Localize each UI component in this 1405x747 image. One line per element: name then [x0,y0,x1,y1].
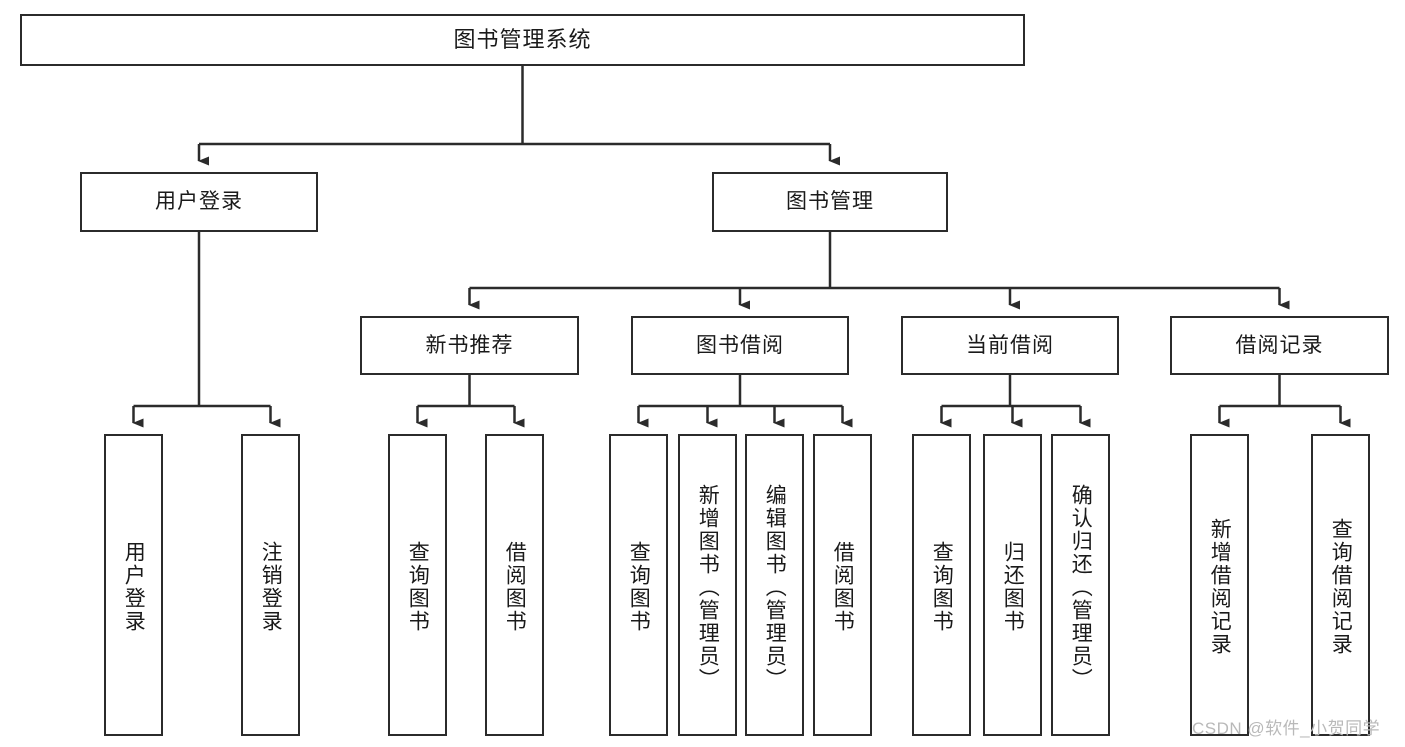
connector-trunk [638,375,843,408]
edge-group [132,66,1351,428]
leaf-query-book-a-label: 查询图书 [406,541,430,633]
connector-trunk [469,232,1280,290]
leaf-add-book[interactable]: 新增图书（管理员） [678,434,737,736]
leaf-borrow-book-b-label: 借阅图书 [831,541,855,633]
csdn-watermark: CSDN @软件_小贺同学 [1192,719,1381,738]
leaf-borrow-book-a[interactable]: 借阅图书 [485,434,544,736]
leaf-query-book-c-label: 查询图书 [930,541,954,633]
leaf-add-borrow-record-label: 新增借阅记录 [1208,518,1232,656]
leaf-add-book-label: 新增图书（管理员） [696,483,720,691]
leaf-query-book-b[interactable]: 查询图书 [609,434,668,736]
node-user-login-label: 用户登录 [155,190,243,214]
node-current-borrow[interactable]: 当前借阅 [901,316,1119,375]
node-book-management-label: 图书管理 [786,190,874,214]
leaf-return-book-label: 归还图书 [1001,541,1025,633]
leaf-confirm-return[interactable]: 确认归还（管理员） [1051,434,1110,736]
node-root-label: 图书管理系统 [453,26,592,52]
node-book-borrow[interactable]: 图书借阅 [631,316,849,375]
leaf-user-login[interactable]: 用户登录 [104,434,163,736]
leaf-edit-book-label: 编辑图书（管理员） [763,483,787,691]
node-new-book-recommend-label: 新书推荐 [425,333,514,357]
node-borrow-record[interactable]: 借阅记录 [1170,316,1389,375]
connector-trunk [417,375,515,408]
node-book-management[interactable]: 图书管理 [712,172,948,232]
leaf-query-book-b-label: 查询图书 [627,541,651,633]
leaf-return-book[interactable]: 归还图书 [983,434,1042,736]
connector-trunk [199,66,830,146]
node-root[interactable]: 图书管理系统 [20,14,1025,66]
leaf-query-borrow-record[interactable]: 查询借阅记录 [1311,434,1370,736]
leaf-query-book-a[interactable]: 查询图书 [388,434,447,736]
leaf-edit-book[interactable]: 编辑图书（管理员） [745,434,804,736]
leaf-logout[interactable]: 注销登录 [241,434,300,736]
connector-trunk [941,375,1081,408]
leaf-borrow-book-b[interactable]: 借阅图书 [813,434,872,736]
leaf-query-book-c[interactable]: 查询图书 [912,434,971,736]
node-current-borrow-label: 当前借阅 [966,333,1054,357]
connector-trunk [133,232,271,408]
leaf-query-borrow-record-label: 查询借阅记录 [1329,518,1353,656]
node-borrow-record-label: 借阅记录 [1235,333,1324,357]
leaf-logout-label: 注销登录 [259,541,283,633]
connector-trunk [1219,375,1341,408]
leaf-add-borrow-record[interactable]: 新增借阅记录 [1190,434,1249,736]
node-new-book-recommend[interactable]: 新书推荐 [360,316,579,375]
node-user-login[interactable]: 用户登录 [80,172,318,232]
leaf-user-login-label: 用户登录 [122,541,146,633]
leaf-confirm-return-label: 确认归还（管理员） [1069,483,1093,691]
leaf-borrow-book-a-label: 借阅图书 [503,541,527,633]
node-book-borrow-label: 图书借阅 [696,333,784,357]
